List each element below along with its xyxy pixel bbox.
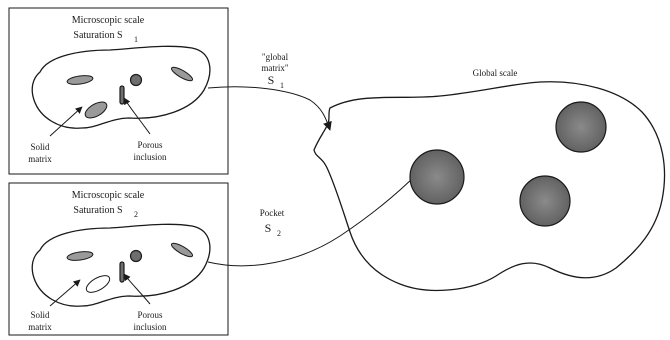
bottom-panel-title: Microscopic scale — [72, 190, 145, 201]
bottom-solid-matrix-pointer — [50, 280, 80, 306]
global-domain-outline — [314, 82, 665, 291]
bottom-empty-inclusion — [84, 272, 113, 295]
top-solid-inclusion-3 — [170, 65, 194, 83]
bottom-porous-label-line2: inclusion — [134, 322, 167, 332]
bottom-microscopic-panel: Microscopic scale Saturation S 2 Solid m… — [9, 183, 228, 335]
global-scale-title: Global scale — [473, 68, 518, 78]
top-solid-matrix-pointer — [50, 107, 82, 136]
top-porous-inclusion-pointer — [124, 98, 150, 134]
bottom-porous-label-line1: Porous — [137, 310, 163, 320]
top-solid-label-line2: matrix — [28, 154, 52, 164]
global-matrix-arrow — [208, 87, 330, 130]
bottom-solid-label-line2: matrix — [28, 322, 52, 332]
global-scale-domain: Global scale — [314, 68, 665, 290]
pocket-inclusion-1 — [410, 150, 464, 204]
bottom-solid-inclusion-2 — [170, 241, 194, 259]
top-solid-label-line1: Solid — [30, 142, 50, 152]
top-microscopic-panel: Microscopic scale Saturation S 1 Solid m… — [9, 8, 228, 174]
bottom-solid-label-line1: Solid — [30, 310, 50, 320]
connector-pocket: Pocket S 2 — [208, 173, 418, 266]
bottom-inclusion-circle — [131, 251, 142, 262]
bottom-porous-inclusion-pointer — [124, 274, 150, 304]
global-matrix-label-s: S — [268, 73, 275, 87]
pocket-inclusion-3 — [520, 176, 570, 226]
pocket-label-line1: Pocket — [260, 208, 285, 218]
bottom-panel-saturation: Saturation S — [73, 205, 122, 216]
top-porous-label-line1: Porous — [137, 140, 163, 150]
bottom-solid-inclusion-1 — [67, 250, 94, 262]
top-porous-inclusion — [120, 86, 124, 104]
bottom-porous-inclusion — [120, 262, 124, 282]
top-solid-inclusion-1 — [67, 74, 94, 86]
connector-global-matrix: "global matrix" S 1 — [208, 52, 330, 130]
global-matrix-label-line2: matrix" — [261, 63, 288, 73]
pocket-label-subscript: 2 — [277, 229, 281, 238]
top-inclusion-circle — [131, 75, 142, 86]
pocket-arrow — [208, 173, 418, 266]
top-panel-saturation: Saturation S — [73, 30, 122, 41]
pocket-inclusion-2 — [556, 102, 606, 152]
pocket-label-s: S — [265, 221, 272, 235]
top-panel-title: Microscopic scale — [72, 15, 145, 26]
bottom-panel-saturation-subscript: 2 — [134, 210, 138, 219]
top-solid-inclusion-2 — [83, 99, 110, 121]
top-panel-saturation-subscript: 1 — [134, 35, 138, 44]
global-matrix-label-subscript: 1 — [280, 81, 284, 90]
global-matrix-label-line1: "global — [262, 52, 289, 62]
top-porous-label-line2: inclusion — [134, 152, 167, 162]
